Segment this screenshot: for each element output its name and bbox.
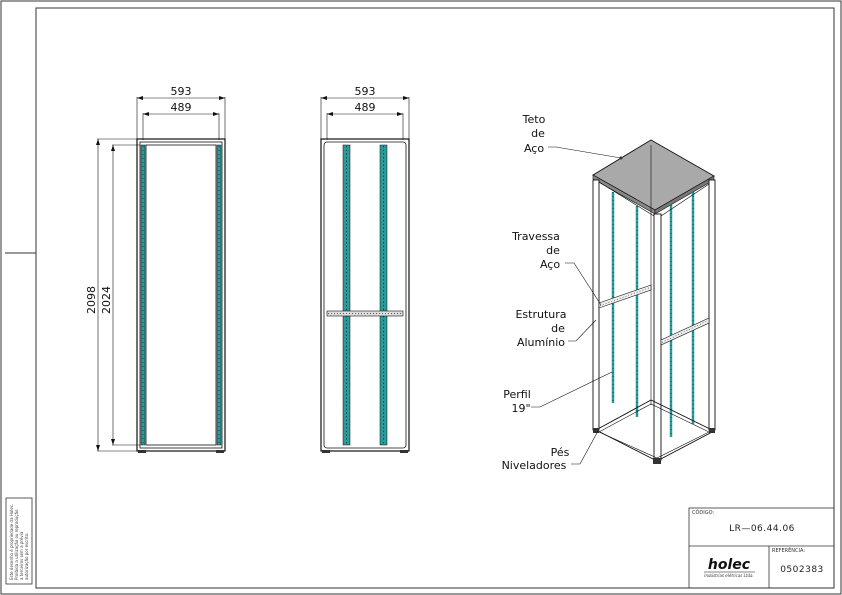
iso-foot-1 — [593, 428, 599, 433]
codigo-value: LR—06.44.06 — [729, 524, 795, 534]
front-outer-width: 593 — [171, 85, 192, 98]
inner-border — [35, 7, 835, 589]
iso-post-center — [653, 213, 662, 461]
callout-perfil: Perfil 19" — [503, 371, 613, 415]
front-inner-width: 489 — [171, 101, 192, 114]
callout-pes: Pés Niveladores — [502, 430, 599, 472]
callout-perfil-line-2: 19" — [511, 402, 530, 415]
iso-foot-2 — [653, 458, 661, 464]
iso-crossbar-left — [598, 284, 652, 309]
outer-height: 2098 — [85, 286, 98, 314]
side-inner-width: 489 — [355, 101, 376, 114]
callout-travessa-line-3: Aço — [540, 258, 560, 271]
top-plate — [592, 139, 715, 211]
title-block: CÓDIGO: LR—06.44.06 REFERÊNCIA: 0502383 … — [688, 507, 835, 589]
referencia-label: REFERÊNCIA: — [772, 546, 805, 554]
callout-estrutura-line-3: Alumínio — [517, 336, 565, 349]
front-foot-left — [138, 450, 146, 453]
callout-pes-line-1: Pés — [551, 446, 570, 459]
referencia-value: 0502383 — [780, 565, 824, 575]
iso-post-right — [708, 179, 716, 431]
front-foot-right — [216, 450, 224, 453]
callout-teto-line-1: Teto — [522, 113, 546, 126]
codigo-label: CÓDIGO: — [692, 509, 714, 516]
callout-travessa: Travessa de Aço — [511, 230, 602, 306]
iso-crossbar-right — [660, 317, 710, 346]
inner-height: 2024 — [100, 286, 113, 314]
callout-travessa-line-2: de — [546, 244, 560, 257]
callout-travessa-line-1: Travessa — [511, 230, 560, 243]
holec-logo: holec — [708, 557, 751, 573]
side-note-line-3: a terceiros sem a prévia — [19, 531, 24, 580]
callout-perfil-line-1: Perfil — [503, 388, 531, 401]
callout-pes-line-2: Niveladores — [502, 459, 567, 472]
callout-teto-line-2: de — [531, 127, 545, 140]
callout-estrutura-line-1: Estrutura — [515, 308, 566, 321]
callout-estrutura-line-2: de — [551, 322, 565, 335]
iso-foot-3 — [709, 428, 715, 433]
side-outer-width: 593 — [355, 85, 376, 98]
callout-estrutura: Estrutura de Alumínio — [515, 308, 597, 349]
side-note-line-4: autorização por escrito. — [24, 533, 29, 580]
front-view: 593 489 2098 2024 — [85, 85, 226, 453]
holec-logo-subtitle: Indústrias elétricas Ltda. — [704, 573, 753, 578]
side-note-line-2: Proibida a utilização ou reprodução — [14, 509, 19, 580]
side-note: Este desenho é propriedade da Holec. Pro… — [5, 497, 33, 585]
callout-teto-line-3: Aço — [524, 142, 544, 155]
side-view: 593 489 — [320, 85, 410, 453]
isometric-view — [592, 139, 716, 464]
callout-teto: Teto de Aço — [522, 113, 622, 159]
iso-post-left — [592, 179, 600, 431]
side-note-line-1: Este desenho é propriedade da Holec. — [9, 504, 14, 580]
